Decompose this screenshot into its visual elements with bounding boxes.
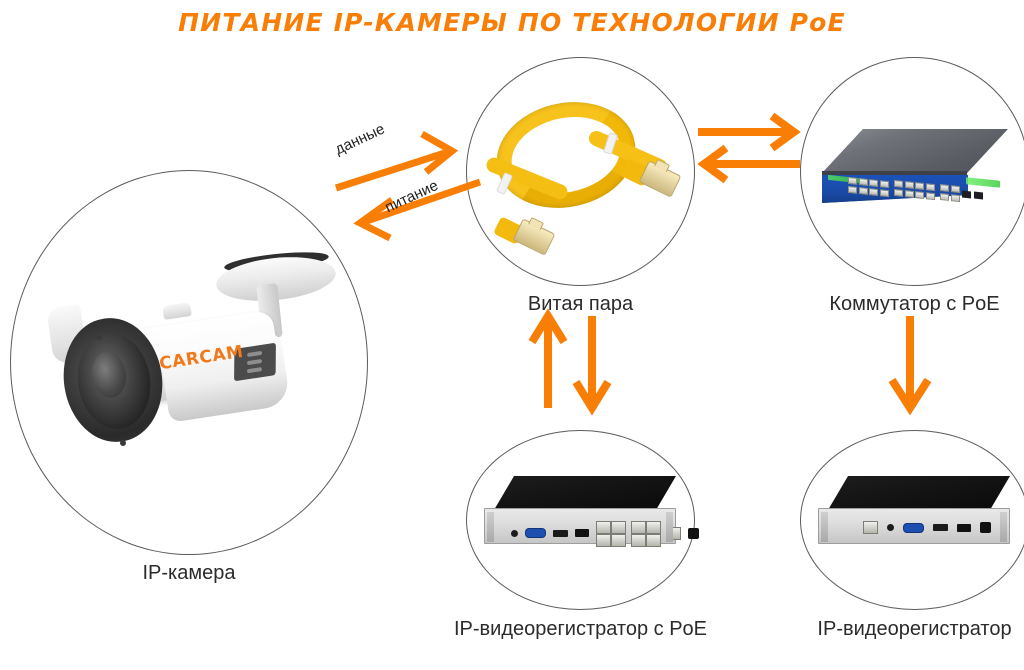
power-jack-icon: [980, 522, 991, 533]
nvr-poe-caption: IP-видеорегистратор с PoE: [453, 618, 708, 640]
node-nvr-plain: IP-видеорегистратор: [800, 430, 1024, 640]
lan-port-icon: [863, 521, 878, 534]
node-ip-camera: CARCAM IP-камера: [10, 170, 368, 584]
nvr-port-row: [863, 521, 991, 534]
nvr-plain-caption: IP-видеорегистратор: [817, 618, 1012, 640]
node-twisted-pair: Витая пара: [466, 57, 695, 315]
camera-screw: [96, 334, 102, 340]
poe-port-bank-1: [596, 521, 626, 547]
camera-circle-outline: [10, 170, 368, 555]
nvr-plain-circle-outline: [800, 430, 1024, 610]
usb-port-icon: [957, 523, 971, 532]
nvr-poe-icon: [484, 476, 699, 547]
arrow-data-shaft: [334, 148, 450, 192]
page-title: ПИТАНИЕ IP-КАМЕРЫ ПО ТЕХНОЛОГИИ PoE: [178, 8, 846, 37]
nvr-port-row: [511, 521, 699, 547]
camera-caption: IP-камера: [142, 562, 236, 584]
switch-circle-outline: [800, 57, 1024, 286]
nvr-poe-circle-outline: [466, 430, 695, 610]
ip-camera-icon: CARCAM: [44, 248, 344, 478]
nvr-plain-icon: [818, 476, 1012, 546]
arrow-power-head: [353, 197, 395, 242]
arrow-to-cable-head: [697, 144, 729, 184]
arrow-camera-cable-group: [330, 130, 490, 242]
switch-caption: Коммутатор с PoE: [829, 293, 1000, 315]
arrow-up-head: [528, 308, 568, 345]
switch-sfp-slot: [962, 190, 971, 199]
poe-port-bank-2: [631, 521, 661, 547]
arrow-to-switch-head: [769, 112, 801, 152]
arrow-cable-nvrpoe-group: [528, 308, 618, 416]
arrow-down-head: [572, 379, 612, 416]
switch-model-text: [966, 177, 1000, 188]
camera-adjust-knob: [162, 302, 192, 320]
switch-chassis-top: [822, 129, 1008, 173]
hdmi-port-icon: [933, 524, 948, 531]
nvr-chassis-top: [494, 476, 676, 510]
rj45-connector-left: [512, 218, 556, 256]
switch-sfp-slot: [974, 191, 983, 200]
ethernet-cable-icon: [478, 85, 684, 260]
arrow-switch-nvrplain: [880, 312, 940, 416]
power-jack-icon: [688, 527, 699, 539]
arrow-power-shaft: [362, 178, 482, 226]
cable-circle-outline: [466, 57, 695, 286]
audio-jack-icon: [887, 524, 894, 531]
vga-port-icon: [903, 522, 924, 533]
switch-uplink-ports: [940, 183, 960, 202]
nvr-rear-panel: [484, 508, 699, 547]
nvr-rear-panel: [818, 508, 1010, 544]
cable-caption: Витая пара: [527, 293, 634, 315]
node-nvr-poe: IP-видеорегистратор с PoE: [454, 430, 707, 640]
vga-port-icon: [525, 528, 546, 538]
lan-port-icon: [666, 526, 681, 540]
node-poe-switch: Коммутатор с PoE: [800, 57, 1024, 315]
arrow-down-head: [888, 377, 932, 416]
poe-switch-icon: [808, 129, 1024, 229]
hdmi-port-icon: [553, 529, 568, 537]
nvr-chassis-top: [828, 476, 1010, 510]
rj45-connector-right: [638, 160, 682, 198]
arrow-cable-switch-group: [696, 112, 802, 184]
usb-port-icon: [575, 529, 589, 537]
arrow-data-head: [420, 130, 459, 175]
camera-screw: [120, 440, 126, 446]
audio-jack-icon: [511, 529, 518, 537]
